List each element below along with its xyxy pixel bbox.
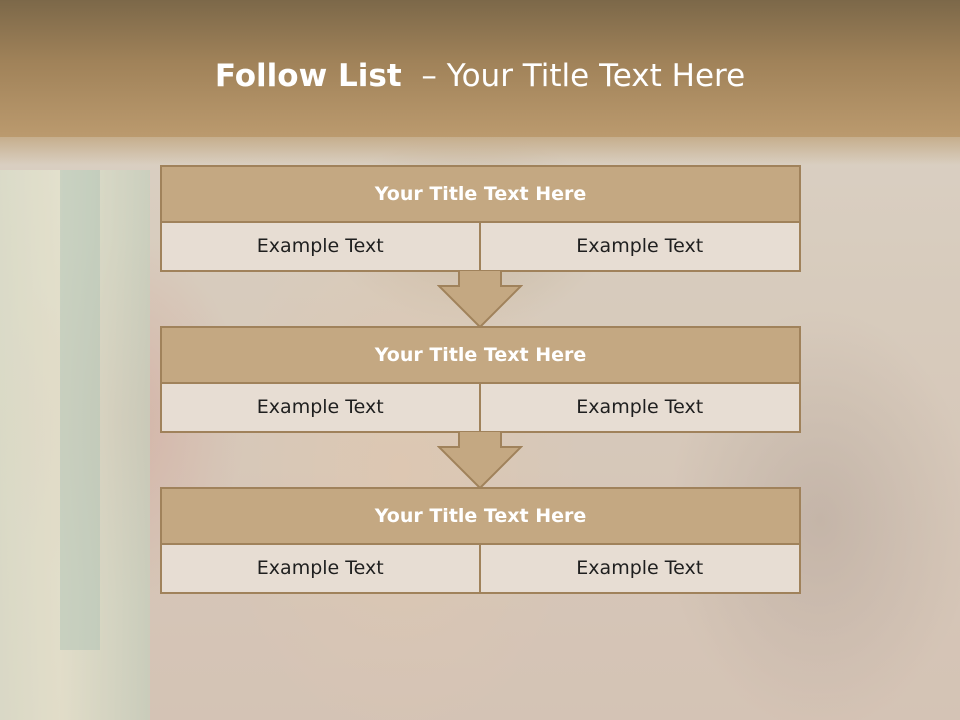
block-title: Your Title Text Here bbox=[160, 326, 801, 384]
slide-title-strong: Follow List bbox=[214, 58, 402, 94]
block-cell-right: Example Text bbox=[480, 384, 801, 433]
block-row: Example Text Example Text bbox=[160, 223, 801, 272]
flow-block-1: Your Title Text Here Example Text Exampl… bbox=[160, 165, 801, 272]
flow-block-3: Your Title Text Here Example Text Exampl… bbox=[160, 487, 801, 594]
down-arrow-icon bbox=[437, 431, 523, 489]
block-cell-right: Example Text bbox=[480, 223, 801, 272]
slide-title: Follow List – Your Title Text Here bbox=[0, 56, 960, 96]
block-cell-left: Example Text bbox=[160, 545, 481, 594]
block-row: Example Text Example Text bbox=[160, 545, 801, 594]
block-title: Your Title Text Here bbox=[160, 487, 801, 545]
block-cell-right: Example Text bbox=[480, 545, 801, 594]
block-row: Example Text Example Text bbox=[160, 384, 801, 433]
header-bar bbox=[0, 0, 960, 137]
block-cell-left: Example Text bbox=[160, 223, 481, 272]
block-cell-left: Example Text bbox=[160, 384, 481, 433]
flow-block-2: Your Title Text Here Example Text Exampl… bbox=[160, 326, 801, 433]
photo-window-frame bbox=[60, 170, 100, 650]
slide-title-rest: – Your Title Text Here bbox=[421, 58, 746, 94]
header-band bbox=[0, 137, 960, 165]
block-title: Your Title Text Here bbox=[160, 165, 801, 223]
down-arrow-icon bbox=[437, 270, 523, 328]
photo-window-light bbox=[0, 170, 150, 720]
